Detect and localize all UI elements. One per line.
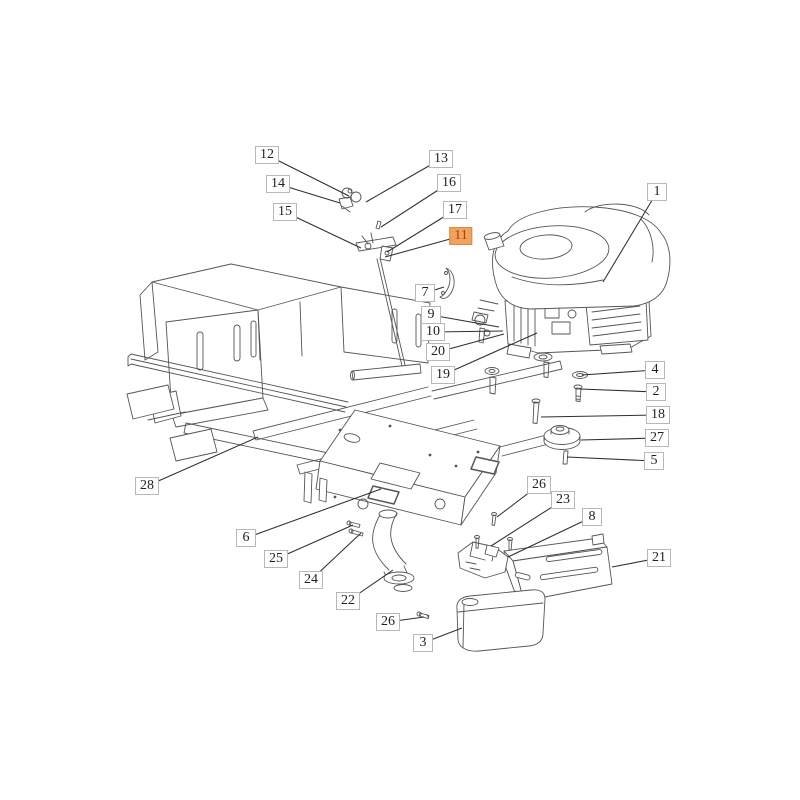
- part-callout-12[interactable]: 12: [255, 146, 279, 164]
- part-callout-7[interactable]: 7: [415, 284, 435, 302]
- leader-line-28: [146, 436, 259, 487]
- part-callout-19[interactable]: 19: [431, 366, 455, 384]
- clip-7-drawing: [439, 267, 455, 299]
- bolt-24-drawing: [348, 528, 364, 537]
- part-callout-14[interactable]: 14: [266, 175, 290, 193]
- leader-line-25: [275, 524, 354, 560]
- part-callout-8[interactable]: 8: [582, 508, 602, 526]
- screw-26-right-drawing: [491, 512, 497, 526]
- part-callout-9[interactable]: 9: [421, 306, 441, 324]
- part-callout-22[interactable]: 22: [336, 592, 360, 610]
- part-callout-15[interactable]: 15: [273, 203, 297, 221]
- heat-shield-drawing: [503, 533, 613, 602]
- muffler-drawing: [456, 589, 546, 652]
- bolt-2-drawing: [573, 384, 583, 402]
- key-5-drawing: [562, 450, 569, 465]
- leader-line-11: [384, 235, 462, 258]
- part-callout-6[interactable]: 6: [236, 529, 256, 547]
- latch-parts-drawing: [338, 187, 362, 213]
- part-callout-27[interactable]: 27: [645, 429, 669, 447]
- hardware-drawing: [531, 371, 588, 465]
- leader-line-1: [602, 191, 658, 283]
- leader-line-13: [365, 158, 442, 203]
- part-callout-13[interactable]: 13: [429, 150, 453, 168]
- part-callout-5[interactable]: 5: [644, 452, 664, 470]
- leader-line-5: [566, 456, 655, 462]
- part-callout-23[interactable]: 23: [551, 491, 575, 509]
- leader-line-12: [266, 154, 350, 197]
- screw-26-left-drawing: [416, 611, 430, 620]
- leader-line-2: [579, 388, 657, 393]
- bolt-25-drawing: [346, 520, 361, 528]
- part-callout-3[interactable]: 3: [413, 634, 433, 652]
- part-callout-17[interactable]: 17: [443, 201, 467, 219]
- part-callout-21[interactable]: 21: [647, 549, 671, 567]
- part-callout-20[interactable]: 20: [426, 343, 450, 361]
- part-callout-1[interactable]: 1: [647, 183, 667, 201]
- part-callout-26[interactable]: 26: [527, 476, 551, 494]
- control-rod-drawing: [355, 220, 406, 367]
- leader-line-4: [581, 369, 656, 376]
- engine-drawing: [471, 203, 671, 395]
- exhaust-pipe-drawing: [372, 509, 415, 592]
- part-callout-26[interactable]: 26: [376, 613, 400, 631]
- chassis-frame-drawing: [126, 263, 569, 526]
- part-callout-16[interactable]: 16: [437, 174, 461, 192]
- small-bolts-drawing: [346, 520, 430, 620]
- part-callout-10[interactable]: 10: [421, 323, 445, 341]
- screw-23-drawing: [474, 535, 513, 551]
- part-callout-4[interactable]: 4: [645, 361, 665, 379]
- leader-line-18: [540, 414, 659, 418]
- leader-line-15: [284, 211, 362, 249]
- part-callout-25[interactable]: 25: [264, 550, 288, 568]
- leader-line-27: [580, 437, 658, 441]
- leader-line-19: [442, 332, 538, 376]
- pulley-27-drawing: [543, 425, 581, 450]
- leader-line-6: [245, 488, 382, 539]
- bracket-drawing: [457, 512, 513, 579]
- mount-plate-6b-drawing: [470, 456, 500, 475]
- leader-line-8: [507, 516, 593, 558]
- part-callout-2[interactable]: 2: [646, 383, 666, 401]
- bolt-18-drawing: [531, 398, 541, 424]
- leader-line-9: [430, 314, 500, 328]
- part-callout-24[interactable]: 24: [299, 571, 323, 589]
- part-callout-28[interactable]: 28: [135, 477, 159, 495]
- part-callout-11[interactable]: 11: [449, 227, 473, 245]
- part-callout-18[interactable]: 18: [646, 406, 670, 424]
